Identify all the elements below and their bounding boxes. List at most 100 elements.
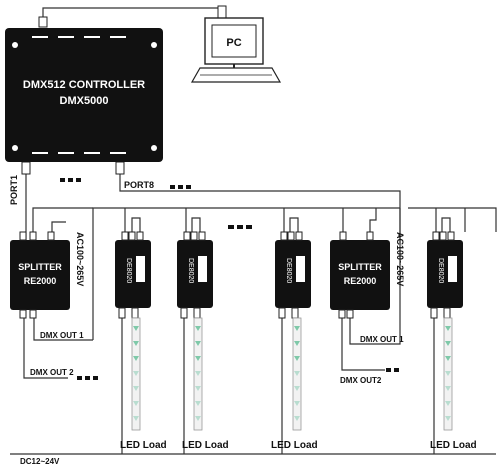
splitter-port [19, 309, 27, 319]
decoder-3: DE8020 [275, 231, 311, 319]
dash [93, 376, 98, 380]
splitter-1: SPLITTER RE2000 AC100~265V DMX OUT 1 DMX… [10, 231, 98, 380]
led-diode [445, 386, 451, 391]
decoder-port [280, 231, 288, 241]
led-diode [445, 326, 451, 331]
vent [110, 36, 126, 38]
led-diode [133, 326, 139, 331]
decoder-port [443, 307, 451, 319]
screw [12, 42, 18, 48]
vent [84, 36, 100, 38]
splitter-power: AC100~265V [75, 232, 85, 286]
dmx-bus-main [92, 207, 400, 340]
splitter-port [346, 309, 354, 319]
pc-screen [211, 24, 257, 58]
led-diode [133, 356, 139, 361]
led-strip [131, 317, 141, 431]
screw [151, 145, 157, 151]
led-diode [294, 416, 300, 421]
decoder-port [118, 307, 126, 319]
led-strip [292, 317, 302, 431]
vent [84, 152, 100, 154]
decoder-label: DE8020 [187, 258, 194, 283]
drop-spl2b [369, 208, 377, 232]
vent [110, 152, 126, 154]
out2-dots [386, 368, 399, 372]
decoder-port [131, 307, 139, 319]
led-diode [133, 416, 139, 421]
led-diode [294, 356, 300, 361]
splitter-title: SPLITTER [338, 262, 382, 272]
connector [38, 16, 48, 28]
controller-title: DMX512 CONTROLLER [23, 79, 145, 91]
decoder-label: DE8020 [285, 258, 292, 283]
led-diode [195, 356, 201, 361]
wiring [10, 7, 497, 455]
decoder-port [295, 231, 303, 241]
splitter-box [10, 240, 70, 310]
controller-model: DMX5000 [60, 95, 109, 107]
decoder-4: DE8020 [427, 231, 463, 319]
dash [394, 368, 399, 372]
dash [85, 376, 90, 380]
led-diode [445, 401, 451, 406]
pc: PC [190, 17, 282, 83]
led-diode [195, 341, 201, 346]
port1-dots [60, 178, 81, 182]
out2-dots [77, 376, 98, 380]
dmx-bus [32, 207, 93, 240]
dash [246, 225, 252, 229]
decoder-port [183, 231, 191, 241]
decoder-port [432, 231, 440, 241]
decoder-box [275, 240, 311, 308]
decoder-label-panel [296, 256, 305, 282]
decoder-label: DE8020 [125, 258, 132, 283]
decoder-port [291, 307, 299, 319]
decoder-port [128, 231, 136, 241]
led-diode [294, 371, 300, 376]
vent [58, 36, 74, 38]
splitter-model: RE2000 [24, 276, 57, 286]
splitter-out1: DMX OUT 1 [40, 331, 84, 340]
led-diode [133, 371, 139, 376]
splitter-port [366, 231, 374, 241]
led-diode [195, 416, 201, 421]
splitter-out1: DMX OUT 1 [360, 335, 404, 344]
decoder-label-panel [198, 256, 207, 282]
dash [68, 178, 73, 182]
decoder-port [190, 231, 198, 241]
dash [77, 376, 82, 380]
decoder-label: DE8020 [437, 258, 444, 283]
decoder-port [180, 307, 188, 319]
led-diode [133, 401, 139, 406]
vent [58, 152, 74, 154]
spl2-out2 [341, 318, 385, 371]
decoder-port [287, 231, 295, 241]
dmx-bus-right [408, 207, 497, 232]
splitter-port [19, 231, 27, 241]
led-diode [445, 416, 451, 421]
led-diode [195, 371, 201, 376]
splitter-out2: DMX OUT2 [340, 376, 382, 385]
decoder-label-panel [136, 256, 145, 282]
pc-label: PC [226, 37, 241, 49]
led-strip [193, 317, 203, 431]
decoder-port [447, 231, 455, 241]
controller: DMX512 CONTROLLER DMX5000 [5, 28, 163, 162]
decoder-port [193, 307, 201, 319]
splitter-port [338, 309, 346, 319]
connector [217, 5, 227, 19]
splitter-port [339, 231, 347, 241]
bus-dots [228, 225, 252, 229]
led-load-label: LED Load [182, 440, 229, 451]
dash [186, 185, 191, 189]
screw [151, 42, 157, 48]
led-diode [133, 386, 139, 391]
vent [32, 36, 48, 38]
decoder-port [278, 307, 286, 319]
led-diode [445, 356, 451, 361]
led-load-label: LED Load [430, 440, 477, 451]
splitter-model: RE2000 [344, 276, 377, 286]
decoder-port [136, 231, 144, 241]
decoder-box [177, 240, 213, 308]
